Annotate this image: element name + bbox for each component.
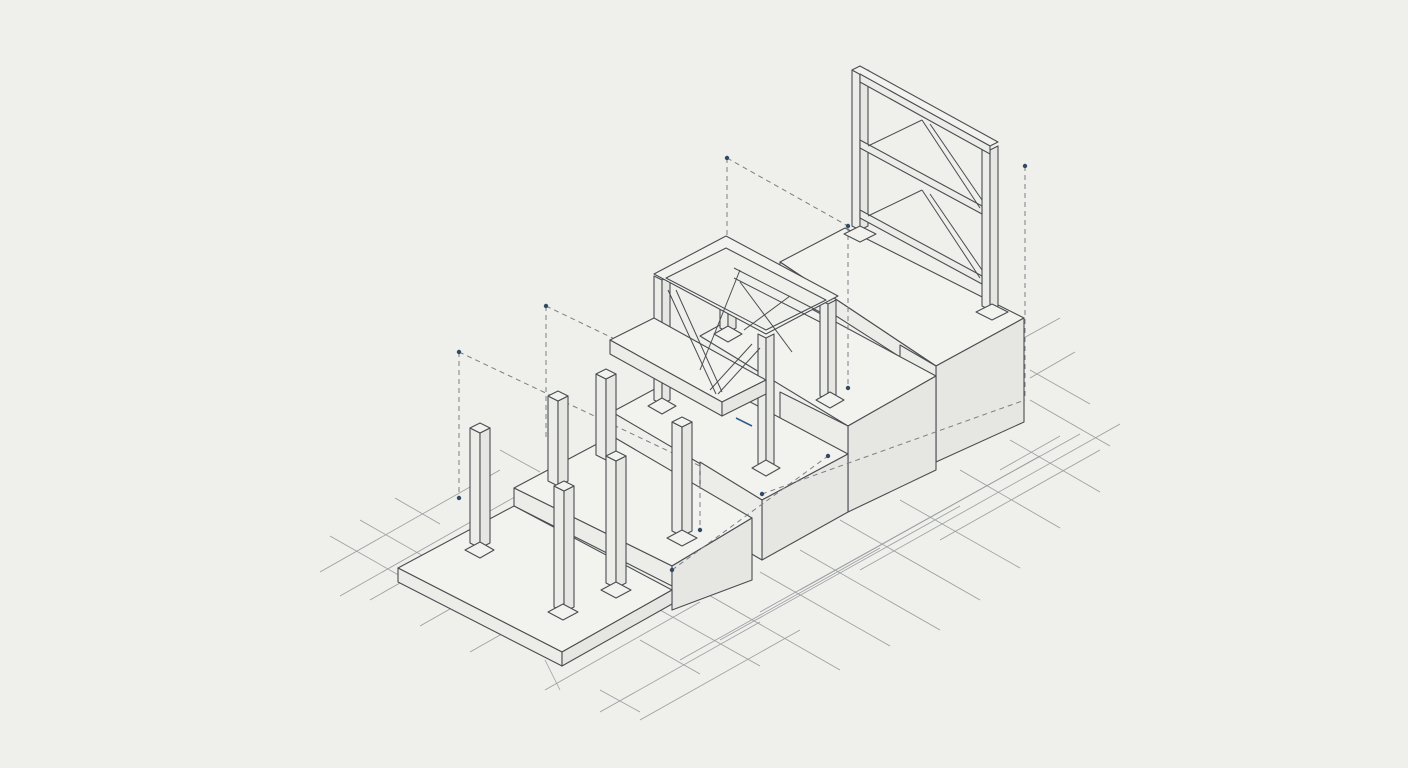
- dimension-point-11: [697, 527, 703, 533]
- dimension-point-3: [543, 303, 549, 309]
- tall-frame-column-right: [981, 145, 991, 311]
- dimension-point-4: [724, 155, 730, 161]
- dimension-point-1: [456, 349, 462, 355]
- accent-marker: [735, 417, 753, 427]
- dimension-point-5: [845, 223, 851, 229]
- dimension-point-2: [456, 495, 462, 501]
- post-e: [600, 450, 632, 599]
- dimension-point-6: [845, 385, 851, 391]
- post-b: [547, 390, 569, 487]
- post-d: [547, 480, 579, 621]
- dimension-point-9: [825, 453, 831, 459]
- post-c: [595, 368, 617, 461]
- tall-frame-column-left: [851, 69, 861, 231]
- post-f: [666, 416, 698, 547]
- tall-braced-frame: [843, 65, 1009, 321]
- projection-lines: [456, 155, 1028, 573]
- dimension-point-7: [1022, 163, 1028, 169]
- braced-frame: [609, 235, 845, 477]
- ground-grid: [319, 317, 1121, 721]
- foundation-slab: [397, 505, 673, 667]
- frame-column-4: [757, 333, 767, 469]
- tall-frame-top-beam: [851, 65, 999, 147]
- frame-column-3: [819, 299, 829, 401]
- dimension-point-8: [759, 491, 765, 497]
- post-a: [464, 422, 495, 559]
- dimension-point-10: [669, 567, 675, 573]
- standing-posts: [464, 368, 698, 621]
